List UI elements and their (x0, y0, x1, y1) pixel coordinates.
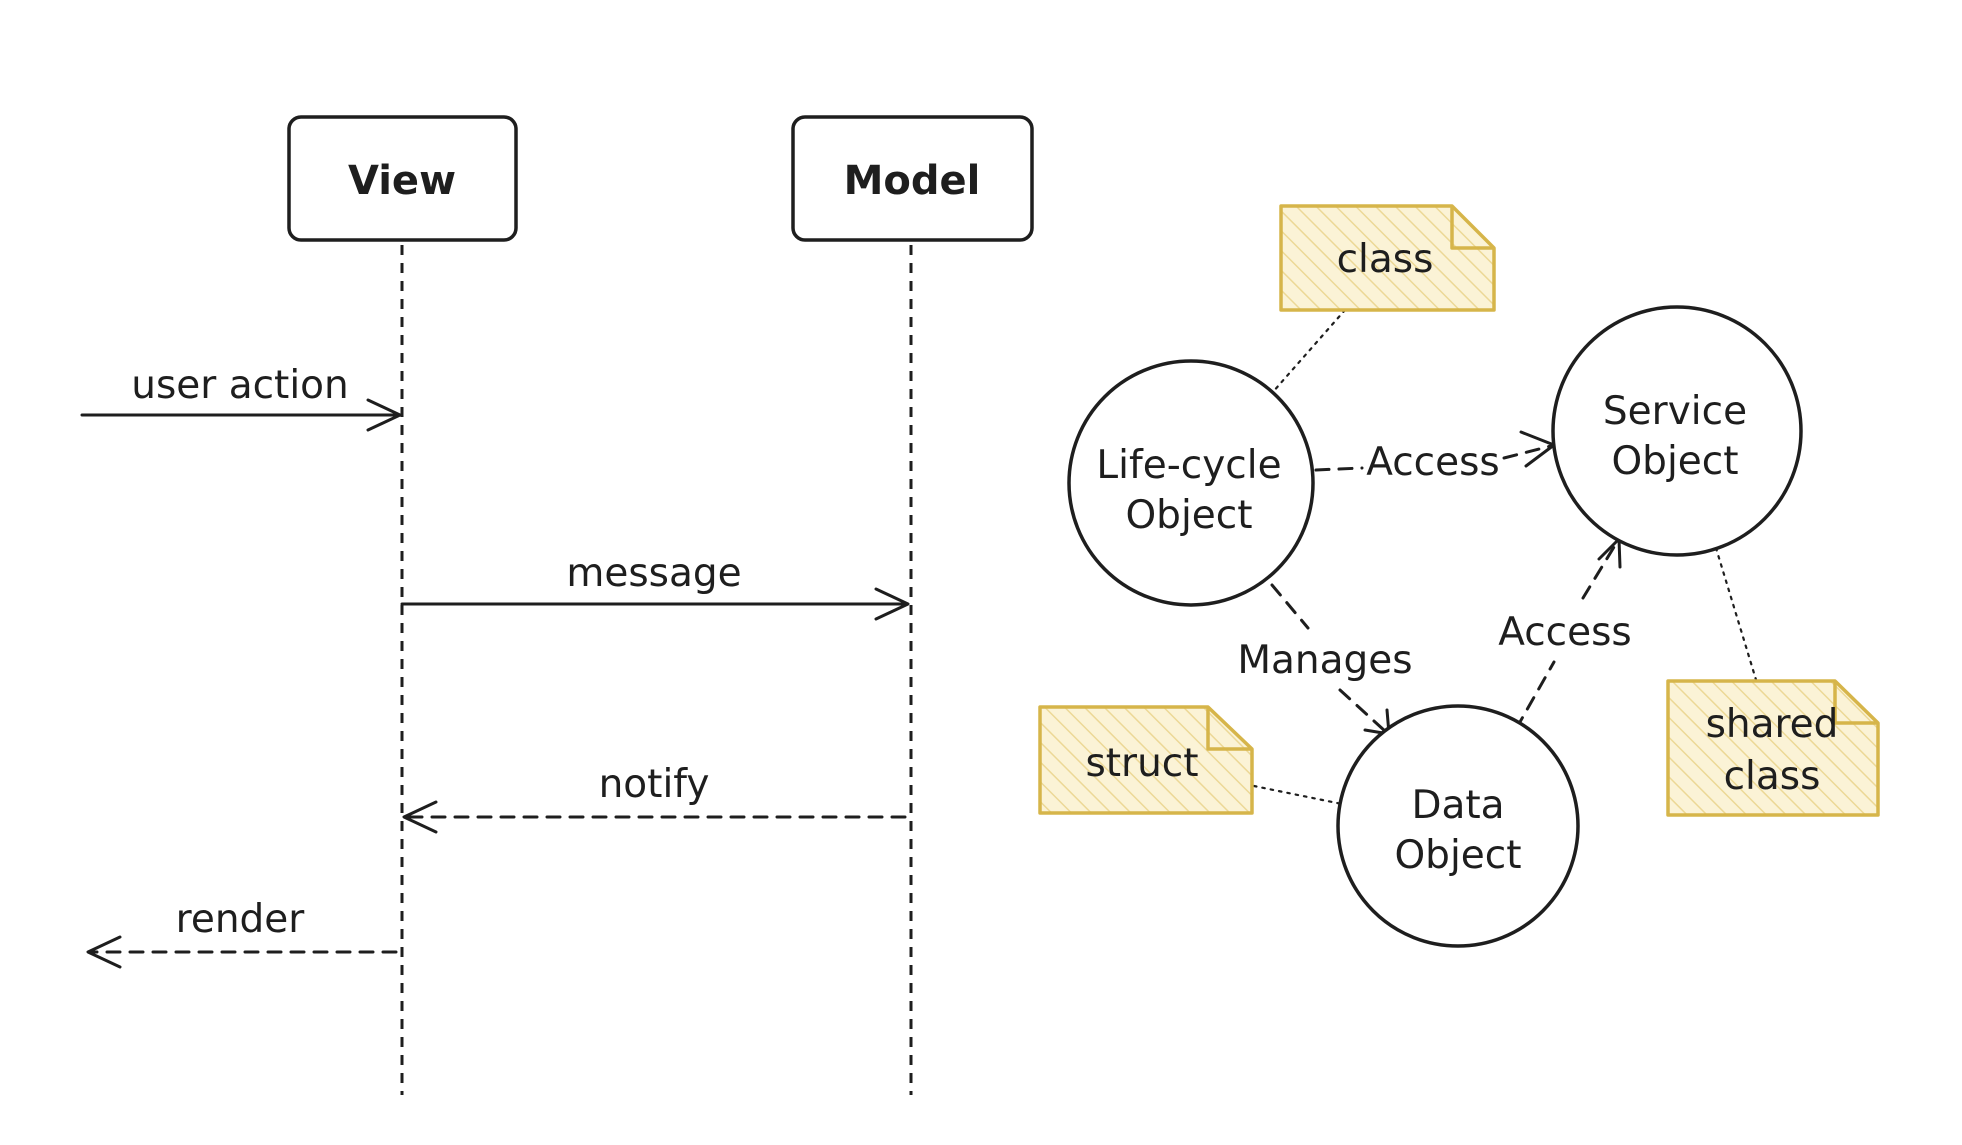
node-lifecycle-object: Life-cycle Object (1067, 359, 1315, 607)
data-object-label-line2: Object (1394, 833, 1521, 878)
service-object-label-line2: Object (1611, 439, 1738, 484)
edge-lifecycle-to-service: Access (1314, 430, 1556, 485)
class-note-text: class (1337, 237, 1434, 282)
note-struct: struct (1038, 705, 1254, 815)
node-service-object: Service Object (1551, 305, 1803, 557)
lifecycle-object-label-line1: Life-cycle (1096, 443, 1281, 488)
node-data-object: Data Object (1336, 704, 1580, 948)
notify-label: notify (599, 762, 710, 807)
data-access-edge-label: Access (1498, 610, 1632, 655)
message-user-action: user action (80, 363, 402, 432)
note-shared-class: shared class (1666, 679, 1880, 817)
access-edge-label: Access (1366, 440, 1500, 485)
user-action-arrowhead (366, 398, 402, 432)
message-notify: notify (402, 762, 907, 834)
service-object-label-line1: Service (1603, 389, 1747, 434)
shared-class-note-fold (1833, 681, 1878, 725)
message-render: render (86, 897, 398, 969)
class-note-body (1279, 204, 1496, 312)
struct-note-connector (1252, 784, 1344, 806)
shared-class-note-text-line1: shared (1706, 702, 1839, 747)
data-object-circle (1336, 704, 1580, 948)
participant-model: Model (791, 115, 1034, 242)
shared-class-note-body (1666, 679, 1880, 817)
class-note-fold (1450, 206, 1494, 250)
data-access-edge-line-a (1514, 660, 1556, 731)
struct-note-fold (1206, 707, 1252, 751)
render-label: render (176, 897, 306, 942)
struct-note-text: struct (1085, 741, 1198, 786)
access-edge-line-b (1502, 444, 1553, 460)
access-edge-line-a (1314, 466, 1364, 472)
edge-lifecycle-to-data: Manages (1237, 583, 1413, 736)
edge-data-to-service: Access (1498, 537, 1632, 731)
shared-class-note-connector (1714, 546, 1759, 685)
notify-arrowhead (402, 800, 438, 834)
sequence-diagram: View Model user action message notify (80, 115, 1034, 1095)
object-graph: Access Manages Access Life-cycle Object … (1038, 204, 1880, 948)
manages-edge-line-b (1338, 688, 1388, 734)
participant-model-label: Model (844, 158, 981, 204)
service-object-circle (1551, 305, 1803, 557)
user-action-label: user action (131, 363, 349, 408)
participant-view-box (287, 115, 518, 242)
struct-note-body (1038, 705, 1254, 815)
class-note-connector (1270, 308, 1347, 395)
render-arrowhead (86, 935, 122, 969)
manages-edge-label: Manages (1237, 638, 1412, 683)
participant-view-label: View (348, 158, 456, 204)
lifecycle-object-circle (1067, 359, 1315, 607)
participant-view: View (287, 115, 518, 242)
shared-class-note-text-line2: class (1724, 754, 1821, 799)
participant-model-box (791, 115, 1034, 242)
data-object-label-line1: Data (1411, 783, 1504, 828)
lifecycle-object-label-line2: Object (1125, 493, 1252, 538)
message-arrowhead (874, 587, 910, 621)
note-class: class (1279, 204, 1496, 312)
data-access-edge-line-b (1581, 540, 1619, 600)
message-label: message (566, 551, 741, 596)
message-message: message (400, 551, 910, 621)
manages-edge-line-a (1270, 583, 1310, 630)
